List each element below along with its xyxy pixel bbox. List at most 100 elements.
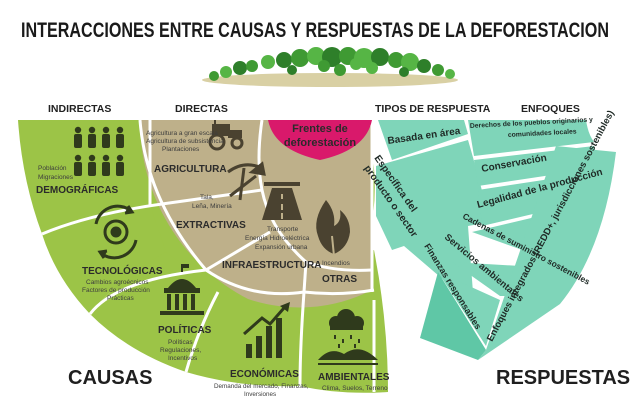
government-building-icon: [160, 264, 204, 315]
agricultura-item-3: Plantaciones: [162, 146, 200, 153]
demograficas-item-1: Población: [38, 165, 67, 172]
extractivas-item-2: Leña, Minería: [192, 203, 232, 210]
extractivas-title: EXTRACTIVAS: [176, 220, 246, 231]
tree: [261, 55, 275, 69]
person-body: [116, 162, 124, 176]
tree: [318, 60, 330, 72]
tree: [399, 67, 409, 77]
band-derechos: [468, 120, 594, 156]
derechos-line-2: comunidades locales: [508, 128, 577, 139]
person-head: [88, 154, 96, 162]
rain-cloud-landscape-icon: [318, 309, 378, 365]
pickaxe-shovel-icon: [227, 161, 266, 201]
rain-drop: [358, 339, 360, 343]
person-head: [88, 126, 96, 134]
politicas-title: POLÍTICAS: [158, 323, 212, 336]
tecnologicas-item-2: Factores de producción: [82, 287, 150, 294]
respuestas-label: RESPUESTAS: [496, 367, 630, 389]
politicas-item-3: Incentivos: [168, 355, 198, 362]
tree: [246, 60, 258, 72]
politicas-item-1: Políticas: [168, 339, 193, 346]
responses-fan: [376, 120, 616, 360]
tree: [287, 65, 297, 75]
rain-drop: [342, 339, 344, 343]
person-head: [116, 154, 124, 162]
person-body: [102, 134, 110, 148]
band-finanzas: [438, 272, 500, 346]
page-title: INTERACCIONES ENTRE CAUSAS Y RESPUESTAS …: [21, 19, 609, 42]
tree: [388, 52, 404, 68]
arrow-head: [420, 272, 486, 360]
politicas-item-2: Regulaciones,: [160, 347, 201, 354]
header-tipos-respuesta: TIPOS DE RESPUESTA: [375, 103, 491, 115]
infraestructura-item-2: Energía Hidroeléctrica: [245, 235, 310, 242]
person-head: [102, 126, 110, 134]
tree: [417, 59, 431, 73]
dividers: [41, 119, 376, 392]
tree: [432, 64, 444, 76]
rain-drop: [350, 335, 352, 339]
center-line1: Frentes de: [292, 123, 348, 135]
band-integrados: [478, 146, 616, 360]
person-body: [74, 134, 82, 148]
sector-agricultura: [140, 120, 268, 204]
person-body: [116, 134, 124, 148]
agricultura-title: AGRICULTURA: [154, 164, 227, 175]
tecnologicas-item-3: Prácticas: [107, 295, 134, 302]
person-body: [88, 134, 96, 148]
extractivas-item-1: Tala,: [200, 194, 214, 201]
tree: [220, 66, 232, 78]
causas-label: CAUSAS: [68, 367, 152, 389]
forest-illustration: [202, 47, 458, 87]
person-head: [116, 126, 124, 134]
demograficas-title: DEMOGRÁFICAS: [36, 183, 119, 196]
tree: [307, 47, 325, 65]
sector-tecnologicas: [42, 205, 166, 314]
person-head: [74, 154, 82, 162]
tree: [291, 49, 309, 67]
fire-icon: [316, 200, 350, 257]
economicas-title: ECONÓMICAS: [230, 367, 299, 380]
tree: [371, 48, 389, 66]
tree: [334, 64, 346, 76]
agricultura-item-1: Agricultura a gran escala: [146, 130, 218, 137]
sector-economicas: [186, 292, 300, 387]
person-body: [102, 162, 110, 176]
person-head: [102, 154, 110, 162]
header-enfoques: ENFOQUES: [521, 103, 580, 115]
otras-item-1: Incendios: [322, 260, 351, 267]
tree: [401, 53, 419, 71]
tree: [445, 69, 455, 79]
rain-drop: [334, 335, 336, 339]
economicas-item-2: Inversiones: [244, 391, 276, 398]
header-directas: DIRECTAS: [175, 103, 228, 115]
road-icon: [262, 182, 302, 220]
agricultura-item-2: Agricultura de subsistencia: [146, 138, 224, 145]
center-line2: deforestación: [284, 137, 356, 149]
tree: [276, 52, 292, 68]
ambientales-title: AMBIENTALES: [318, 372, 390, 383]
tree: [350, 58, 362, 70]
demograficas-item-2: Migraciones: [38, 174, 74, 181]
growth-chart-icon: [243, 302, 290, 358]
people-icon: [74, 126, 124, 176]
person-body: [88, 162, 96, 176]
gears-arrows-icon: [94, 204, 138, 260]
infraestructura-item-3: Expansión urbana: [255, 244, 308, 251]
tree: [366, 62, 378, 74]
header-indirectas: INDIRECTAS: [48, 103, 111, 115]
person-head: [74, 126, 82, 134]
causes-wheel: [18, 119, 388, 393]
tractor-icon: [208, 120, 244, 151]
band-basada-area: [378, 120, 468, 160]
tecnologicas-item-1: Cambios agroécnicos: [86, 279, 149, 286]
otras-title: OTRAS: [322, 274, 357, 285]
infraestructura-item-1: Transporte: [267, 226, 299, 233]
sector-infraestructura: [206, 232, 306, 294]
person-body: [74, 162, 82, 176]
center-badge: Frentes de deforestación: [268, 120, 372, 160]
tecnologicas-title: TECNOLÓGICAS: [82, 264, 163, 277]
infraestructura-title: INFRAESTRUCTURA: [222, 260, 321, 271]
rain-drop: [338, 344, 340, 348]
